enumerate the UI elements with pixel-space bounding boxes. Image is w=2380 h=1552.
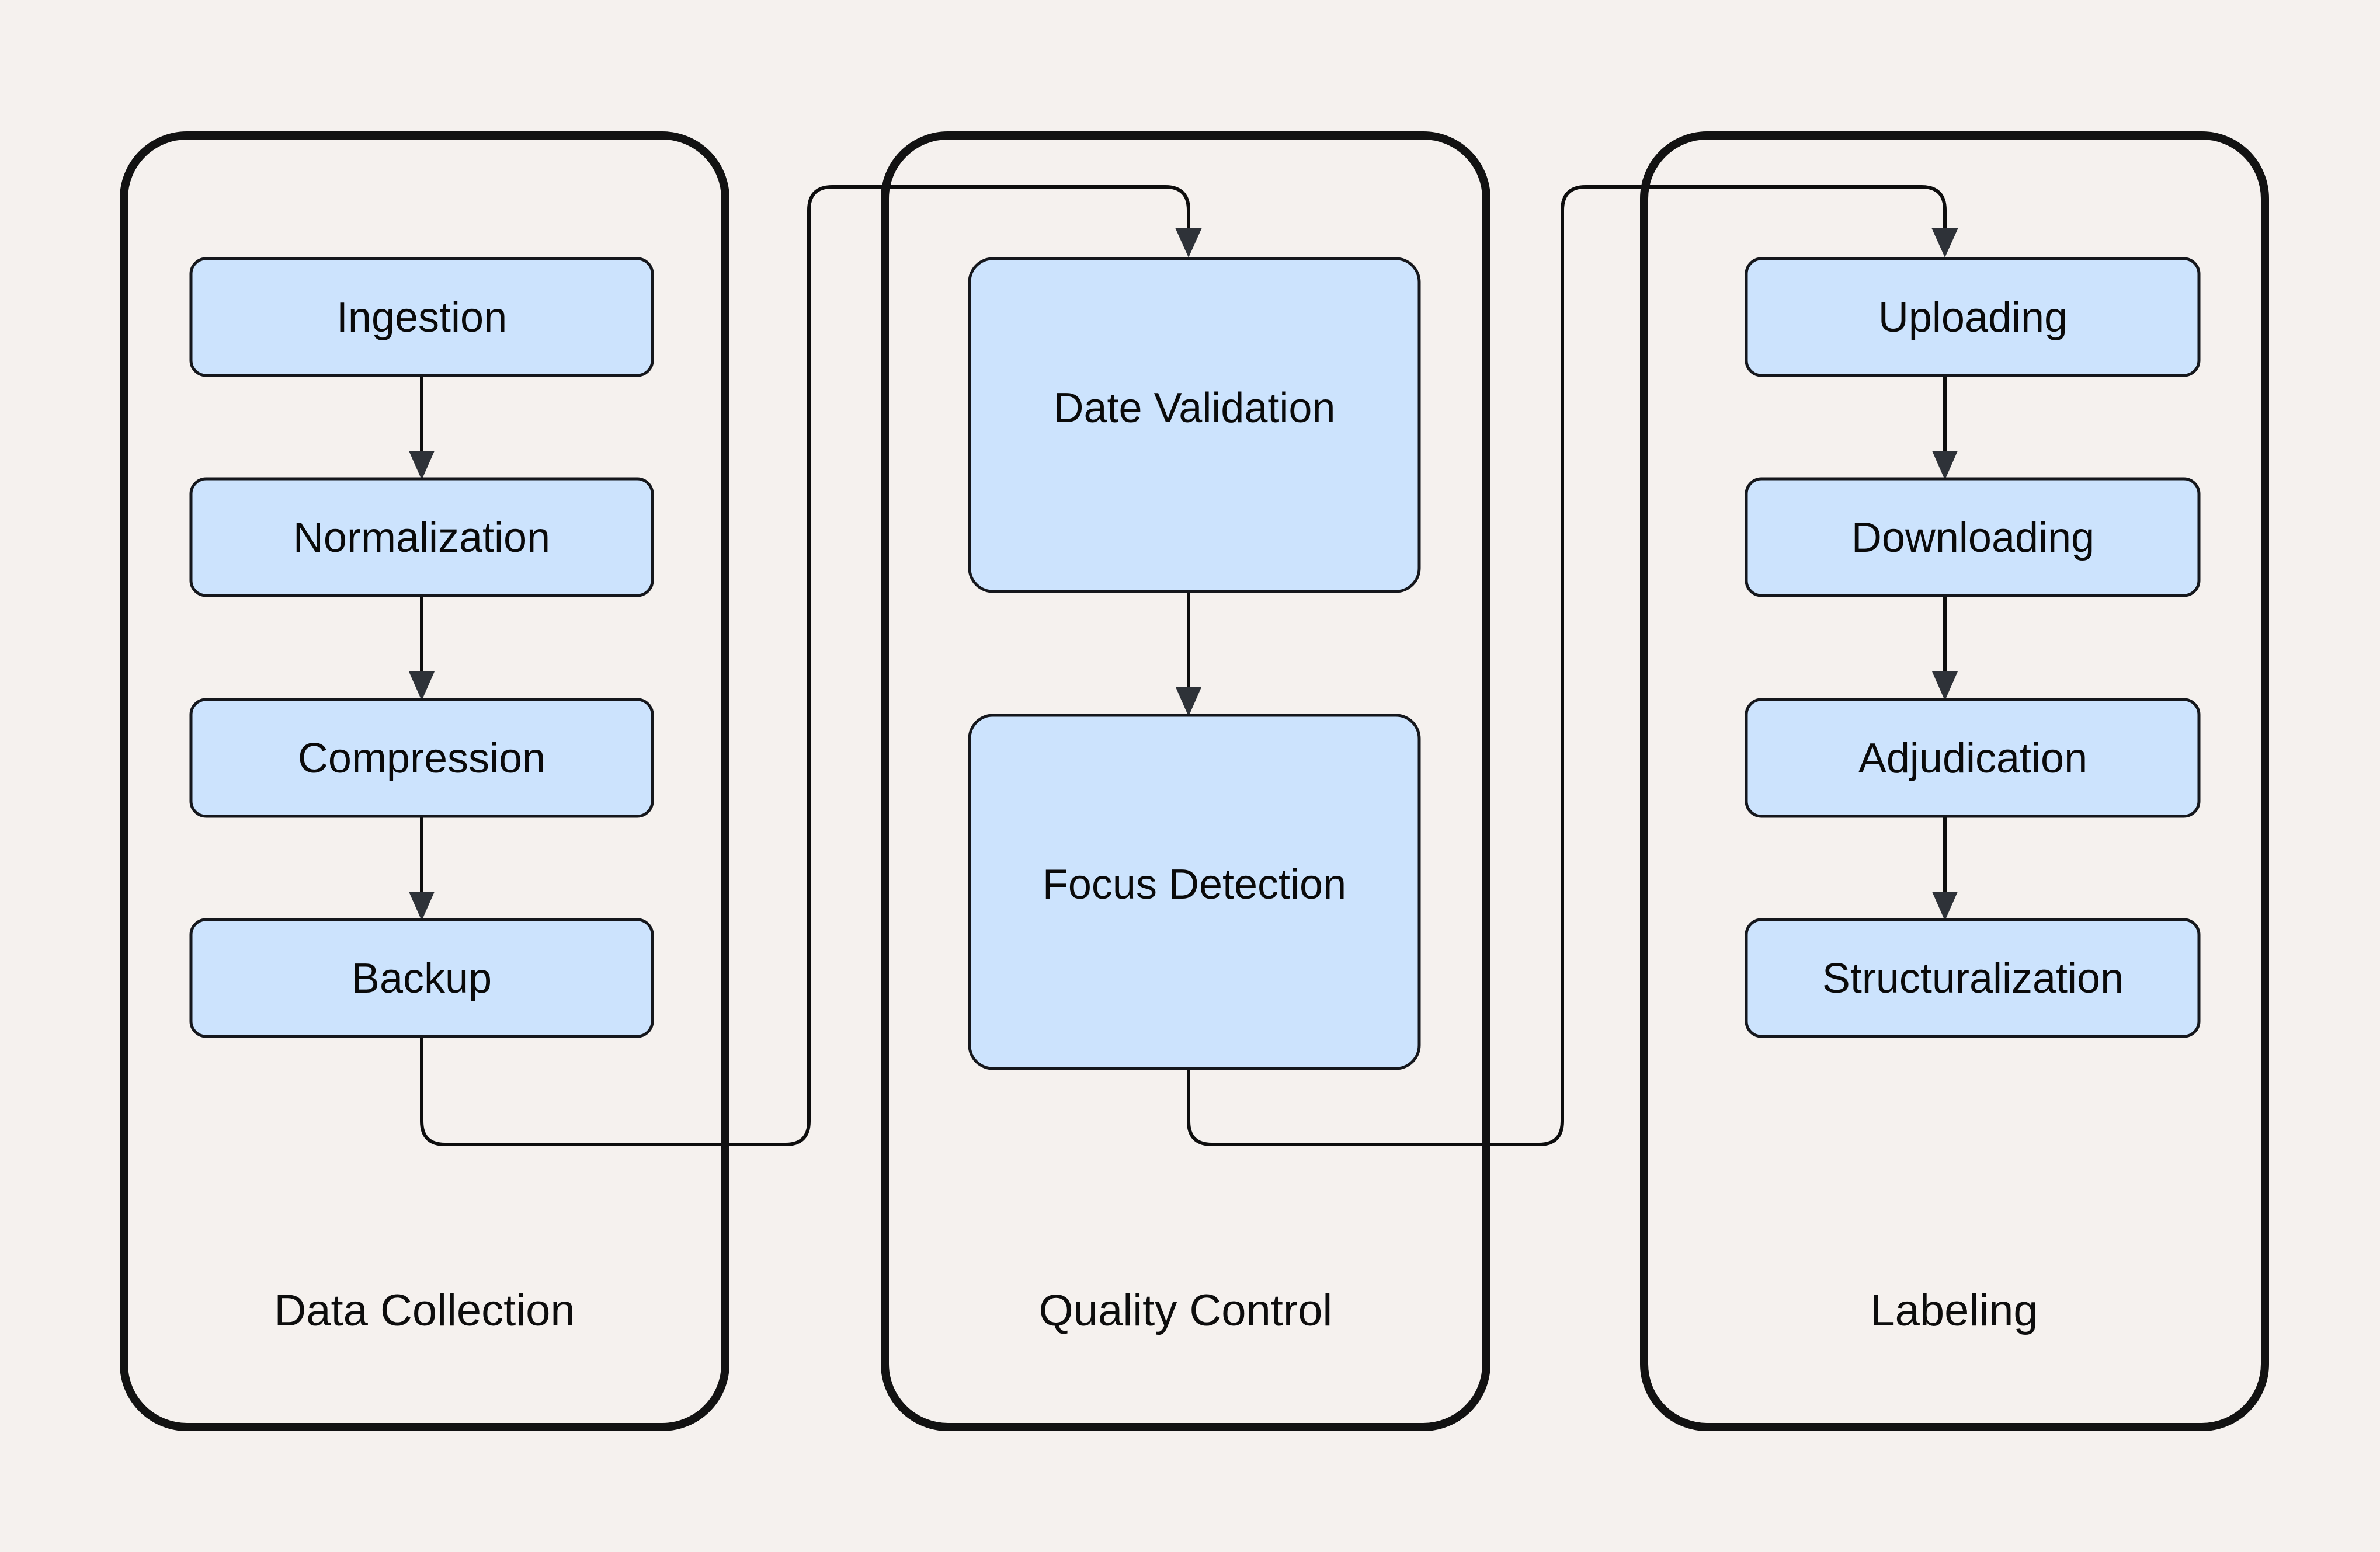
edge-downloading-to-adjudication (1932, 596, 1958, 701)
node-focus-detection[interactable]: Focus Detection (968, 714, 1421, 1070)
node-label-downloading: Downloading (1851, 514, 2094, 561)
node-label-backup: Backup (352, 955, 492, 1002)
node-label-focus-detection: Focus Detection (1043, 861, 1346, 908)
node-box-ingestion (189, 257, 654, 377)
edge-adjudication-to-structuralization (1932, 816, 1958, 921)
node-adjudication[interactable]: Adjudication (1745, 698, 2201, 818)
node-ingestion[interactable]: Ingestion (189, 257, 654, 377)
node-box-backup (189, 918, 654, 1038)
node-label-uploading: Uploading (1878, 294, 2068, 341)
edge-date-validation-to-focus-detection (1176, 591, 1201, 716)
node-box-focus-detection (968, 714, 1421, 1070)
edge-backup-to-date-validation (420, 185, 1202, 1146)
cluster-border-labeling (1640, 131, 2269, 1431)
cluster-quality-control[interactable]: Quality Control Date Validation Focus De… (881, 131, 1490, 1431)
cluster-border-data-collection (120, 131, 729, 1431)
edge-normalization-to-compression (409, 596, 435, 701)
node-label-normalization: Normalization (293, 514, 550, 561)
node-box-normalization (189, 477, 654, 597)
node-box-uploading (1745, 257, 2201, 377)
cluster-label-data-collection: Data Collection (274, 1286, 575, 1335)
node-backup[interactable]: Backup (189, 918, 654, 1038)
cluster-border-quality-control (881, 131, 1490, 1431)
node-box-downloading (1745, 477, 2201, 597)
node-normalization[interactable]: Normalization (189, 477, 654, 597)
edge-compression-to-backup (409, 816, 435, 921)
edge-ingestion-to-normalization (409, 375, 435, 480)
cluster-label-labeling: Labeling (1870, 1286, 2038, 1335)
node-label-date-validation: Date Validation (1054, 385, 1336, 432)
node-uploading[interactable]: Uploading (1745, 257, 2201, 377)
node-structuralization[interactable]: Structuralization (1745, 918, 2201, 1038)
node-box-adjudication (1745, 698, 2201, 818)
node-downloading[interactable]: Downloading (1745, 477, 2201, 597)
node-label-ingestion: Ingestion (336, 294, 507, 341)
edge-uploading-to-downloading (1932, 375, 1958, 480)
node-date-validation[interactable]: Date Validation (968, 257, 1421, 593)
node-label-structuralization: Structuralization (1822, 955, 2124, 1002)
edge-layer (409, 185, 1958, 1146)
cluster-labeling[interactable]: Labeling Uploading Downloading Adjudicat… (1640, 131, 2269, 1431)
node-label-compression: Compression (298, 735, 546, 782)
node-box-date-validation (968, 257, 1421, 593)
edge-focus-detection-to-uploading (1187, 185, 1958, 1146)
cluster-data-collection[interactable]: Data Collection Ingestion Normalization … (120, 131, 729, 1431)
node-box-compression (189, 698, 654, 818)
node-label-adjudication: Adjudication (1858, 735, 2087, 782)
node-box-structuralization (1745, 918, 2201, 1038)
node-compression[interactable]: Compression (189, 698, 654, 818)
cluster-label-quality-control: Quality Control (1039, 1286, 1333, 1335)
